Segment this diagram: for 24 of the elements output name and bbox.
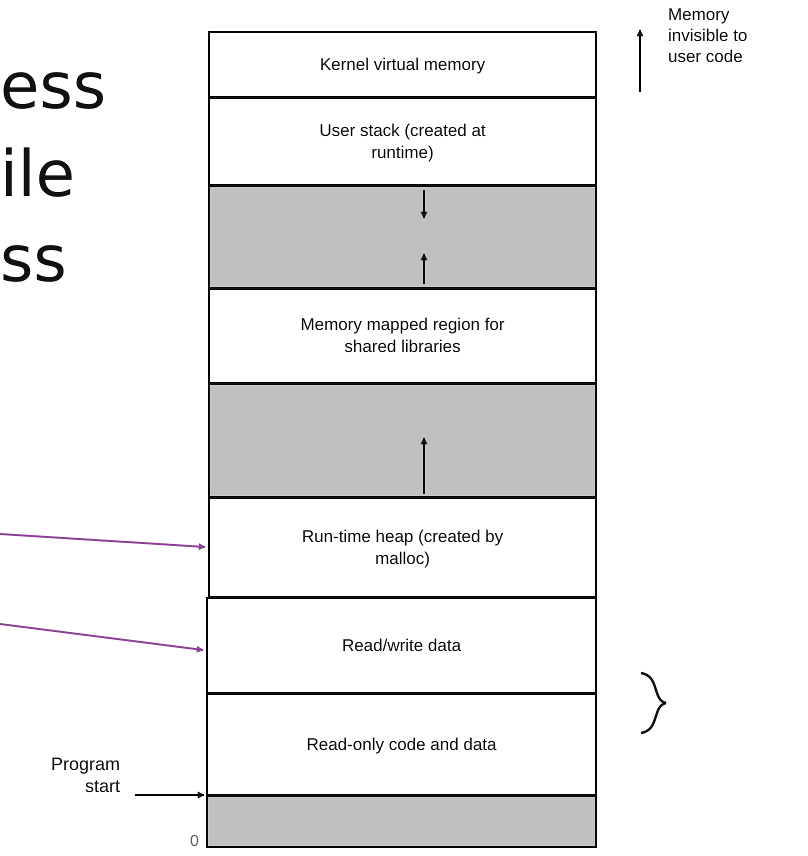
memory-gap-region [208,383,597,498]
segment-label: Read-only code and data [306,734,498,756]
memory-segment-box [206,597,597,694]
memory-segment-box [208,31,597,98]
memory-segment-box [206,693,597,796]
segment-label: Run-time heap (created by malloc) [300,526,504,570]
annotation-text: Program start [50,753,120,797]
memory-gap-region [206,795,597,848]
annotation-text: Memory invisible to user code [668,4,748,67]
address-label: 0 [190,833,199,851]
memory-segment-box [208,97,597,186]
segment-label: User stack (created at runtime) [318,120,487,164]
segment-label: Memory mapped region for shared libraries [299,314,506,358]
arrow [0,533,206,550]
memory-segment-box [208,288,597,384]
heading-fragment: ss [0,225,67,296]
arrow [0,623,204,653]
heading-fragment: ess [0,52,106,122]
memory-gap-region [208,185,597,289]
segment-label: Kernel virtual memory [318,54,486,76]
arrow [135,792,205,798]
heading-fragment: ile [0,140,75,210]
segment-label: Read/write data [340,634,462,656]
memory-segment-box [208,497,597,598]
